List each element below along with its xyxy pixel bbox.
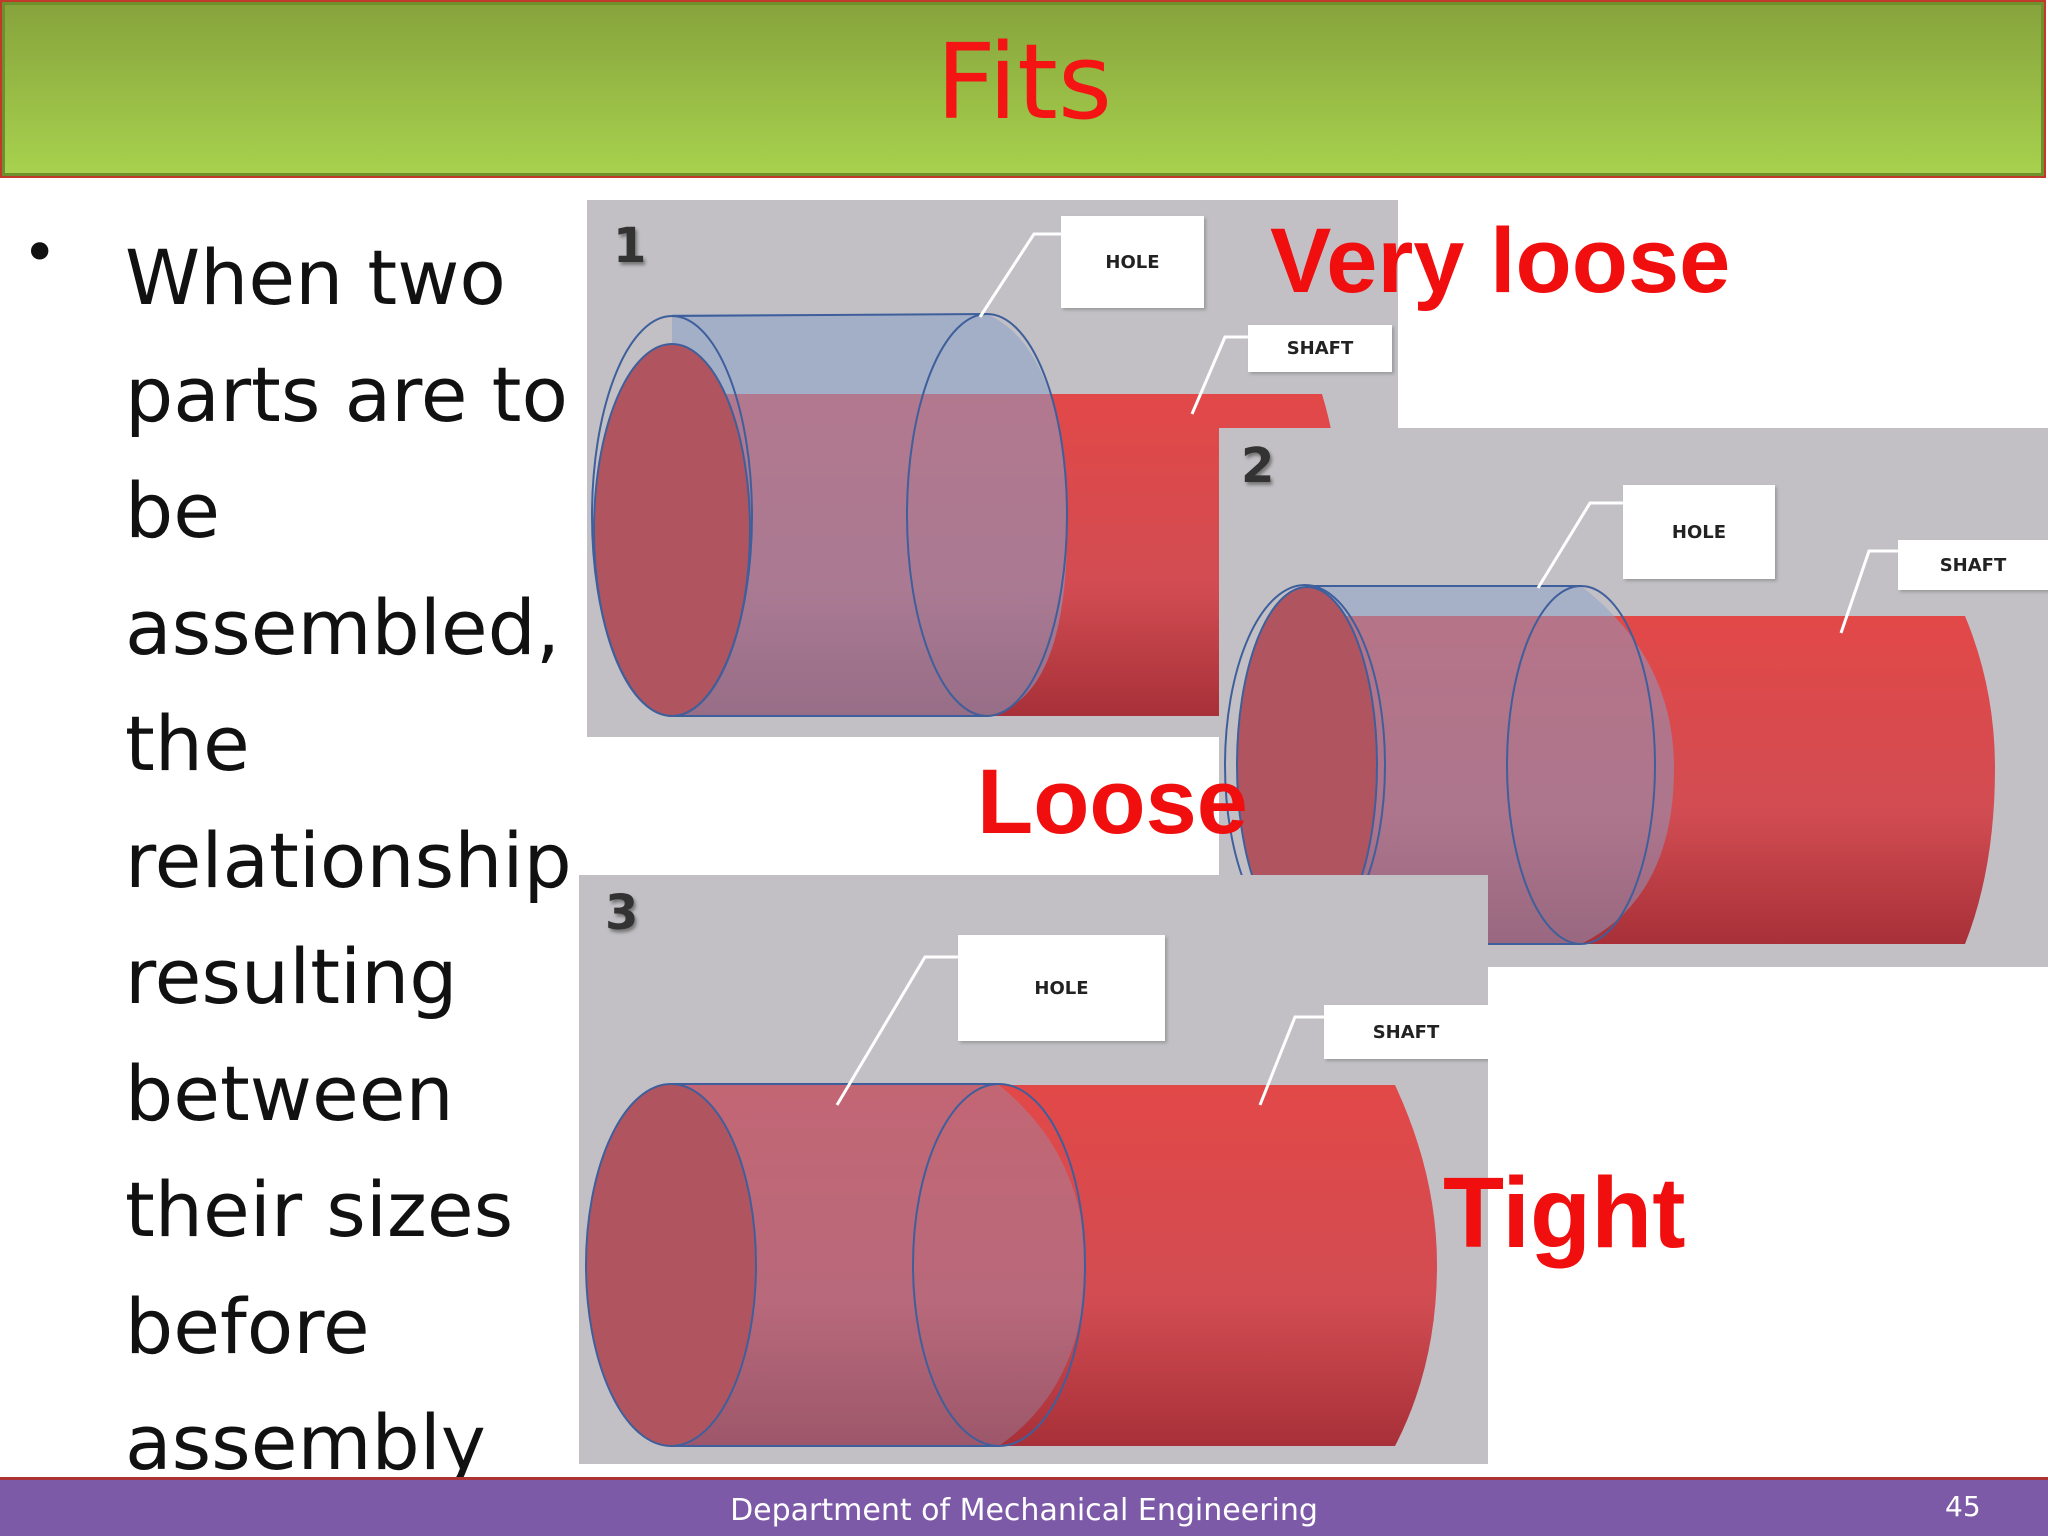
panel-2-gap bbox=[587, 737, 1219, 875]
panel-number-3: 3 bbox=[605, 885, 639, 941]
shaft-callout-2: SHAFT bbox=[1898, 540, 2048, 590]
title-bar bbox=[0, 0, 2046, 178]
slide-title: Fits bbox=[935, 21, 1113, 143]
fit-panel-3: 3 HOLE SHAFT bbox=[579, 875, 1488, 1464]
fit-label-tight: Tight bbox=[1443, 1157, 1686, 1269]
fit-panel-1: 1 HOLE SHAFT bbox=[587, 200, 1398, 737]
fit-label-loose: Loose bbox=[977, 751, 1248, 853]
footer-bar bbox=[0, 1477, 2048, 1536]
cylinder-illustration-tight bbox=[585, 955, 1437, 1447]
bullet-text: When two parts are to be assembled, the … bbox=[125, 233, 572, 1487]
shaft-callout-3: SHAFT bbox=[1324, 1005, 1488, 1059]
panel-number-2: 2 bbox=[1241, 438, 1275, 494]
footer-department: Department of Mechanical Engineering bbox=[730, 1493, 1318, 1528]
page-number: 45 bbox=[1945, 1490, 1981, 1523]
panel-3-gap bbox=[1488, 967, 2048, 1464]
shaft-callout-1: SHAFT bbox=[1248, 325, 1392, 372]
panel-1-gap bbox=[1398, 200, 2048, 428]
cylinder-illustration-very-loose bbox=[591, 232, 1342, 717]
hole-callout-3: HOLE bbox=[958, 935, 1165, 1041]
fit-label-very-loose: Very loose bbox=[1270, 210, 1731, 312]
bullet-marker: • bbox=[22, 218, 58, 288]
hole-callout-2: HOLE bbox=[1623, 485, 1775, 579]
cylinder-illustration-loose bbox=[1224, 501, 1995, 946]
panel-number-1: 1 bbox=[613, 218, 647, 274]
hole-callout-1: HOLE bbox=[1061, 216, 1204, 308]
